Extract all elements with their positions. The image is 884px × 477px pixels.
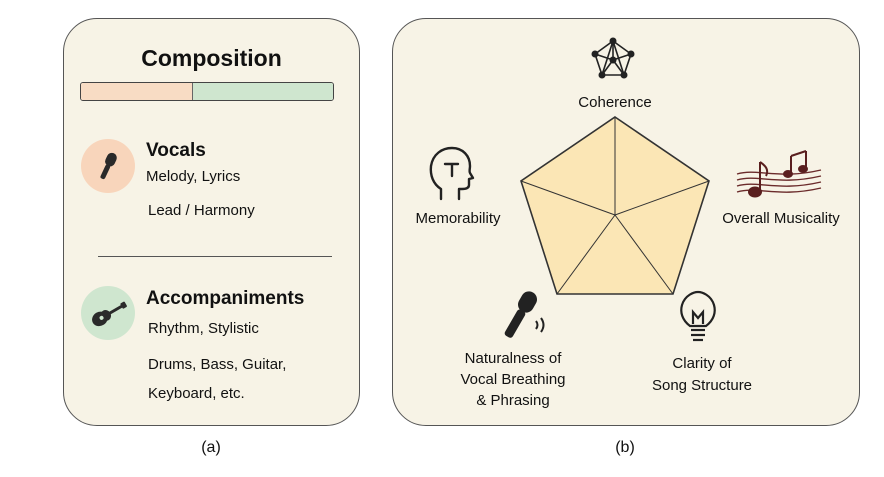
accompaniments-line1: Rhythm, Stylistic	[148, 320, 259, 337]
network-icon	[591, 37, 635, 79]
lightbulb-icon	[680, 290, 716, 342]
composition-bar-vocals	[81, 83, 193, 100]
label-clarity-line1: Clarity of	[672, 355, 732, 372]
accompaniments-icon-circle	[81, 286, 135, 340]
label-clarity-line2: Song Structure	[651, 377, 753, 394]
caption-a: (a)	[201, 439, 221, 456]
composition-bar-accompaniments	[192, 83, 333, 100]
head-profile-icon	[429, 146, 475, 201]
divider	[98, 256, 332, 257]
evaluation-panel: Coherence Overall Musicality	[392, 18, 860, 426]
label-naturalness-line1: Naturalness of	[464, 350, 562, 367]
accompaniments-line3: Keyboard, etc.	[148, 385, 245, 402]
vocals-line2: Lead / Harmony	[148, 202, 255, 219]
composition-bar	[80, 82, 334, 101]
accompaniments-heading: Accompaniments	[146, 288, 305, 309]
label-memorability: Memorability	[415, 210, 501, 227]
vocals-line1: Melody, Lyrics	[146, 168, 241, 185]
pentagon-spokes	[520, 117, 710, 295]
vocals-icon-circle	[81, 139, 135, 193]
microphone-icon	[100, 152, 117, 180]
composition-panel: Composition Vocals Melody, Lyrics Lead /…	[63, 18, 360, 426]
accompaniments-line2: Drums, Bass, Guitar,	[148, 356, 287, 373]
guitar-icon	[92, 301, 127, 327]
label-coherence: Coherence	[578, 94, 652, 111]
vocals-heading: Vocals	[146, 140, 206, 161]
label-naturalness-line2: Vocal Breathing	[460, 371, 566, 388]
music-notes-icon	[736, 150, 822, 198]
composition-title: Composition	[141, 45, 282, 71]
label-naturalness-line3: & Phrasing	[476, 392, 550, 409]
radar-pentagon	[520, 116, 710, 295]
microphone-sound-icon	[504, 291, 545, 338]
label-overall-musicality: Overall Musicality	[722, 210, 840, 227]
caption-b: (b)	[615, 439, 635, 456]
